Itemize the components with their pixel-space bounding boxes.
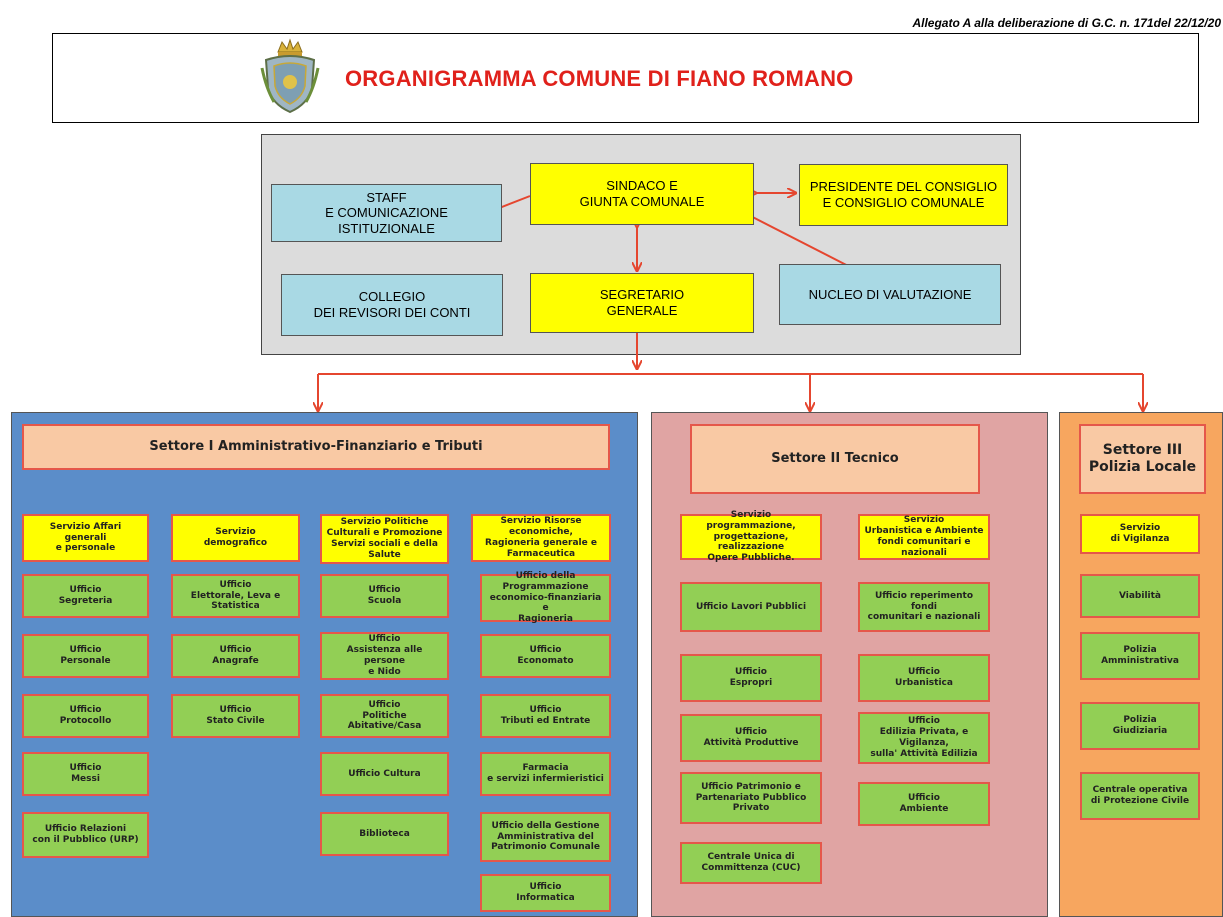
s3-office: Viabilità — [1080, 574, 1200, 618]
s1-office: Ufficio Personale — [22, 634, 149, 678]
segretario-box: SEGRETARIO GENERALE — [530, 273, 754, 333]
coat-of-arms-icon — [260, 38, 320, 114]
s1-office: Biblioteca — [320, 812, 449, 856]
s1-office: Ufficio Cultura — [320, 752, 449, 796]
collegio-box: COLLEGIO DEI REVISORI DEI CONTI — [281, 274, 503, 336]
s3-office: Polizia Amministrativa — [1080, 632, 1200, 680]
deliberation-note: Allegato A alla deliberazione di G.C. n.… — [912, 16, 1221, 30]
s1-office: Ufficio Tributi ed Entrate — [480, 694, 611, 738]
s2-office: Ufficio Lavori Pubblici — [680, 582, 822, 632]
sector-3-title: Settore III Polizia Locale — [1079, 424, 1206, 494]
s1-office: Ufficio Anagrafe — [171, 634, 300, 678]
s2-office: Ufficio Attività Produttive — [680, 714, 822, 762]
s1-service-politiche-culturali: Servizio Politiche Culturali e Promozion… — [320, 514, 449, 564]
s1-office: Ufficio Relazioni con il Pubblico (URP) — [22, 812, 149, 858]
s1-office: Ufficio della Gestione Amministrativa de… — [480, 812, 611, 862]
page-title: ORGANIGRAMMA COMUNE DI FIANO ROMANO — [345, 66, 854, 91]
s2-office: Ufficio reperimento fondi comunitari e n… — [858, 582, 990, 632]
s2-office: Ufficio Patrimonio e Partenariato Pubbli… — [680, 772, 822, 824]
nucleo-box: NUCLEO DI VALUTAZIONE — [779, 264, 1001, 325]
s2-office: Ufficio Urbanistica — [858, 654, 990, 702]
s1-office: Ufficio Economato — [480, 634, 611, 678]
s2-service-urbanistica: Servizio Urbanistica e Ambiente fondi co… — [858, 514, 990, 560]
s1-office: Ufficio Informatica — [480, 874, 611, 912]
s1-service-affari-generali: Servizio Affari generali e personale — [22, 514, 149, 562]
s2-office: Ufficio Edilizia Privata, e Vigilanza, s… — [858, 712, 990, 764]
s1-office: Ufficio Stato Civile — [171, 694, 300, 738]
s3-office: Polizia Giudiziaria — [1080, 702, 1200, 750]
s3-office: Centrale operativa di Protezione Civile — [1080, 772, 1200, 820]
sector-1-title: Settore I Amministrativo-Finanziario e T… — [22, 424, 610, 470]
s2-office: Ufficio Ambiente — [858, 782, 990, 826]
title-box — [52, 33, 1199, 123]
sindaco-box: SINDACO E GIUNTA COMUNALE — [530, 163, 754, 225]
staff-box: STAFF E COMUNICAZIONE ISTITUZIONALE — [271, 184, 502, 242]
s1-office: Ufficio Messi — [22, 752, 149, 796]
arrow-sindaco-nucleo — [735, 208, 860, 272]
presidente-box: PRESIDENTE DEL CONSIGLIO E CONSIGLIO COM… — [799, 164, 1008, 226]
s1-service-demografico: Servizio demografico — [171, 514, 300, 562]
sector-2-title: Settore II Tecnico — [690, 424, 980, 494]
s1-office: Ufficio Elettorale, Leva e Statistica — [171, 574, 300, 618]
s1-service-risorse-economiche: Servizio Risorse economiche, Ragioneria … — [471, 514, 611, 562]
s1-office: Ufficio Segreteria — [22, 574, 149, 618]
s1-office: Ufficio Assistenza alle persone e Nido — [320, 632, 449, 680]
s1-office: Ufficio Scuola — [320, 574, 449, 618]
s1-office: Ufficio della Programmazione economico-f… — [480, 571, 611, 624]
s2-office: Centrale Unica di Committenza (CUC) — [680, 842, 822, 884]
s3-service-vigilanza: Servizio di Vigilanza — [1080, 514, 1200, 554]
s1-office: Ufficio Protocollo — [22, 694, 149, 738]
s2-office: Ufficio Espropri — [680, 654, 822, 702]
s1-office: Ufficio Politiche Abitative/Casa — [320, 694, 449, 738]
s1-office: Farmacia e servizi infermieristici — [480, 752, 611, 796]
s2-service-opere-pubbliche: Servizio programmazione, progettazione, … — [680, 510, 822, 563]
